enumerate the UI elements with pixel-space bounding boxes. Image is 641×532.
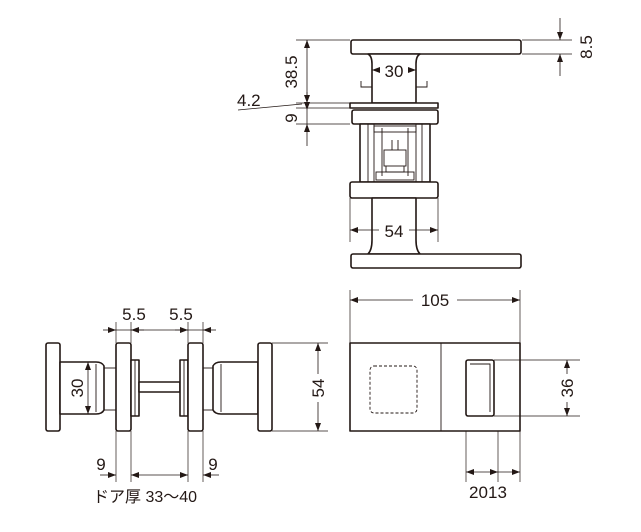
dim-rose-thickness: 9 bbox=[282, 113, 301, 122]
dim-top-thickness: 8.5 bbox=[577, 35, 596, 59]
dim-side-neck: 30 bbox=[68, 379, 87, 398]
top-view: 8.5 30 38.5 4.2 9 54 bbox=[237, 18, 596, 269]
dim-side-thick-left: 9 bbox=[96, 455, 105, 474]
dim-spacer-right: 5.5 bbox=[169, 305, 193, 324]
left-rose bbox=[115, 342, 132, 432]
spacer-plate bbox=[349, 102, 439, 109]
door-thickness-label: ドア厚 33〜40 bbox=[93, 489, 197, 506]
thumb-slot bbox=[465, 359, 495, 417]
dim-plate-length: 105 bbox=[421, 291, 449, 310]
dim-side-thick-right: 9 bbox=[208, 455, 217, 474]
upper-rose bbox=[351, 109, 439, 125]
side-view: 5.5 5.5 30 54 9 9 ドア厚 33〜40 bbox=[45, 305, 328, 506]
dim-offset-a: 20 bbox=[469, 483, 488, 502]
right-rose bbox=[187, 342, 204, 432]
right-knob-face bbox=[257, 342, 273, 432]
dim-plate-height: 36 bbox=[558, 379, 577, 398]
dim-neck-width: 30 bbox=[385, 62, 404, 81]
lower-rose bbox=[349, 181, 439, 199]
front-view: 105 36 20 13 bbox=[349, 289, 580, 502]
dim-gap: 4.2 bbox=[237, 91, 261, 110]
mechanism bbox=[359, 123, 431, 183]
lower-lever bbox=[350, 253, 522, 269]
dim-spacer-left: 5.5 bbox=[122, 305, 146, 324]
dim-offset-b: 13 bbox=[488, 483, 507, 502]
upper-lever bbox=[350, 39, 522, 55]
left-knob-face bbox=[45, 342, 61, 432]
dim-side-rose: 54 bbox=[309, 379, 328, 398]
spindle bbox=[138, 381, 181, 393]
dim-lever-height: 38.5 bbox=[282, 55, 301, 88]
dim-rose-width: 54 bbox=[385, 222, 404, 241]
